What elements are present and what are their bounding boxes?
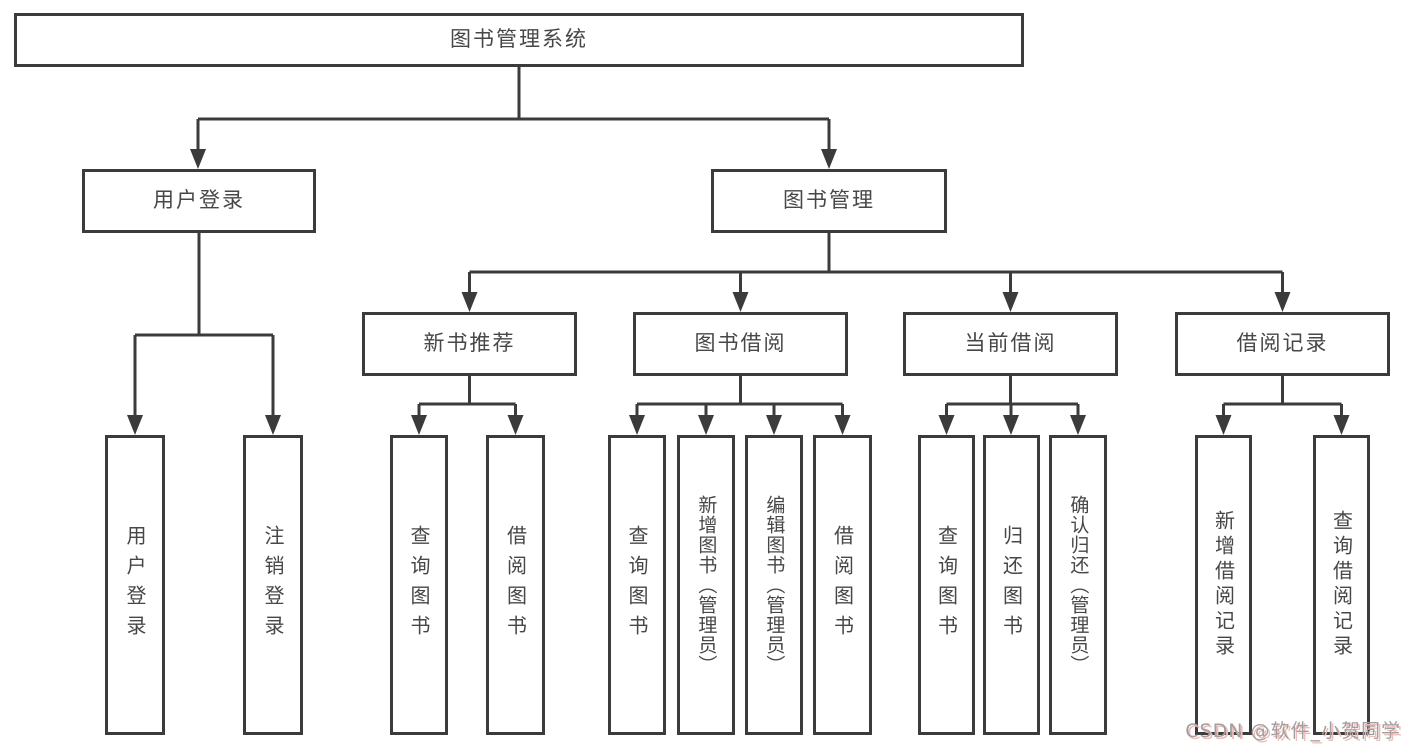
node-current-borrowing: 当前借阅 bbox=[903, 312, 1118, 376]
node-library-management-system: 图书管理系统 bbox=[14, 13, 1024, 67]
leaf-edit-books-admin: 编辑图书（管理员） bbox=[745, 435, 803, 735]
csdn-watermark: CSDN @软件_小贺同学 bbox=[1185, 720, 1401, 742]
node-book-borrowing: 图书借阅 bbox=[633, 312, 848, 376]
node-user-login: 用户登录 bbox=[82, 169, 316, 233]
leaf-confirm-return-admin: 确认归还（管理员） bbox=[1049, 435, 1107, 735]
leaf-add-books-admin: 新增图书（管理员） bbox=[677, 435, 735, 735]
leaf-user-login: 用户登录 bbox=[105, 435, 165, 735]
node-new-book-recommendation: 新书推荐 bbox=[362, 312, 577, 376]
leaf-query-borrow-record: 查询借阅记录 bbox=[1313, 435, 1370, 735]
arrowheads bbox=[127, 149, 1350, 435]
leaf-query-books-borrowing: 查询图书 bbox=[608, 435, 666, 735]
node-borrowing-records: 借阅记录 bbox=[1175, 312, 1390, 376]
node-book-management: 图书管理 bbox=[711, 169, 947, 233]
leaf-borrow-books-recommendation: 借阅图书 bbox=[486, 435, 545, 735]
leaf-query-books-recommendation: 查询图书 bbox=[390, 435, 448, 735]
leaf-logout: 注销登录 bbox=[243, 435, 303, 735]
leaf-borrow-books-borrowing: 借阅图书 bbox=[813, 435, 872, 735]
leaf-query-books-current: 查询图书 bbox=[918, 435, 975, 735]
leaf-add-borrow-record: 新增借阅记录 bbox=[1195, 435, 1252, 735]
leaf-return-books: 归还图书 bbox=[983, 435, 1040, 735]
